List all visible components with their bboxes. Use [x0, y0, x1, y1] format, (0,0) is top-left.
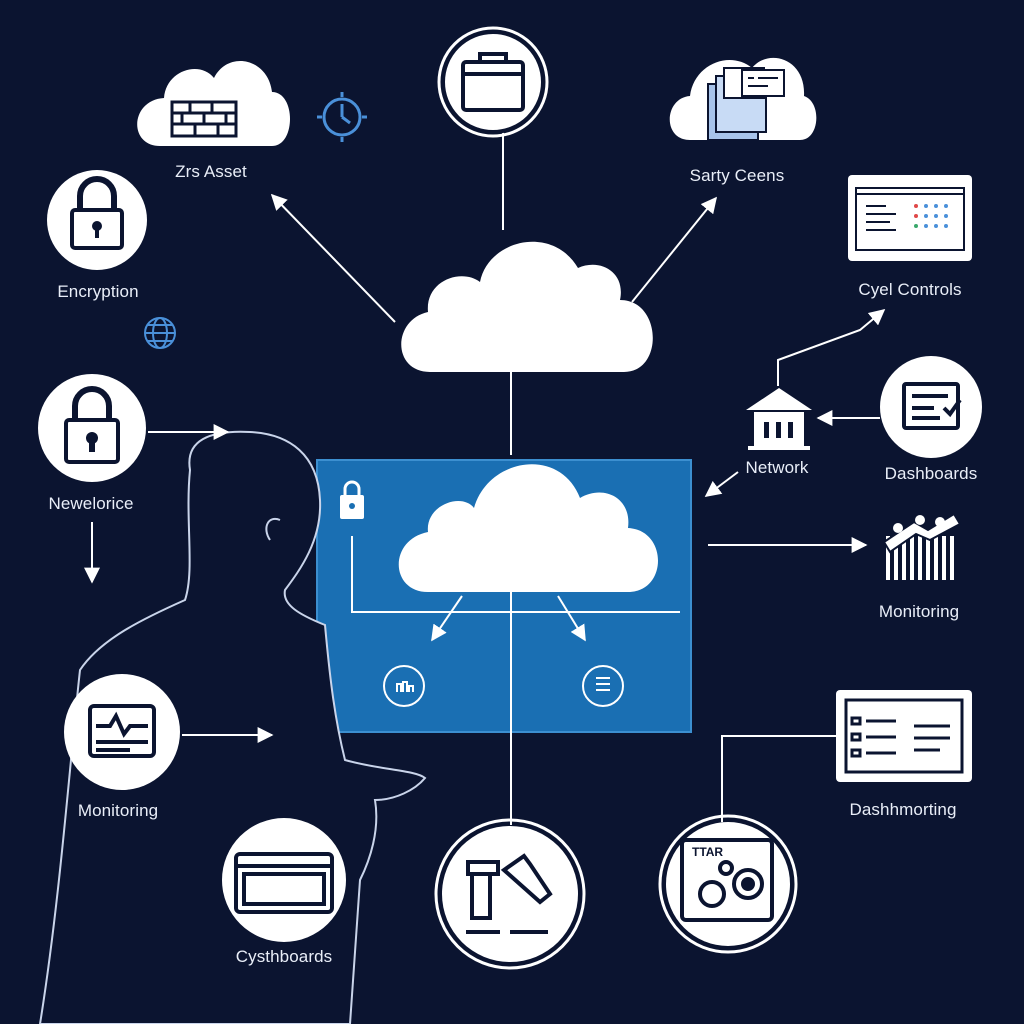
label-zrs-asset: Zrs Asset: [175, 162, 247, 181]
label-encryption: Encryption: [57, 282, 139, 301]
laptop-icon: [848, 175, 972, 261]
transfer-icon: [466, 853, 553, 934]
cloud-icon: [398, 464, 658, 592]
control-panel-icon: [680, 838, 774, 922]
lock-icon: [340, 480, 364, 519]
server-racks-icon: [882, 512, 962, 580]
clock-icon: [317, 92, 367, 142]
globe-icon: [144, 317, 176, 349]
bank-building-icon: [746, 388, 812, 450]
panel-tag-text: TTAR: [692, 845, 723, 859]
label-monitoring-right: Monitoring: [878, 602, 960, 621]
browser-window-icon: [234, 852, 334, 914]
label-dashboards: Dashboards: [884, 464, 978, 483]
label-network: Network: [745, 458, 809, 477]
monitor-dashboard-icon: [88, 704, 156, 758]
cloud-icon: [137, 61, 290, 146]
firewall-icon: [170, 100, 238, 138]
label-monitoring-left: Monitoring: [77, 801, 159, 820]
lock-icon: [70, 176, 124, 250]
label-dashhmorting: Dashhmorting: [849, 800, 957, 819]
documents-icon: [707, 67, 785, 141]
label-cysthboards: Cysthboards: [235, 947, 333, 966]
browser-window-icon: [461, 52, 525, 112]
cloud-icon: [401, 241, 653, 372]
label-sarty-ceens: Sarty Ceens: [689, 166, 785, 185]
cysthboards-node: [222, 818, 346, 942]
laptop-icon: [836, 690, 972, 782]
label-newelorice: Newelorice: [48, 494, 134, 513]
label-cyel-controls: Cyel Controls: [858, 280, 962, 299]
lock-icon: [64, 386, 120, 464]
checklist-icon: [902, 382, 962, 430]
